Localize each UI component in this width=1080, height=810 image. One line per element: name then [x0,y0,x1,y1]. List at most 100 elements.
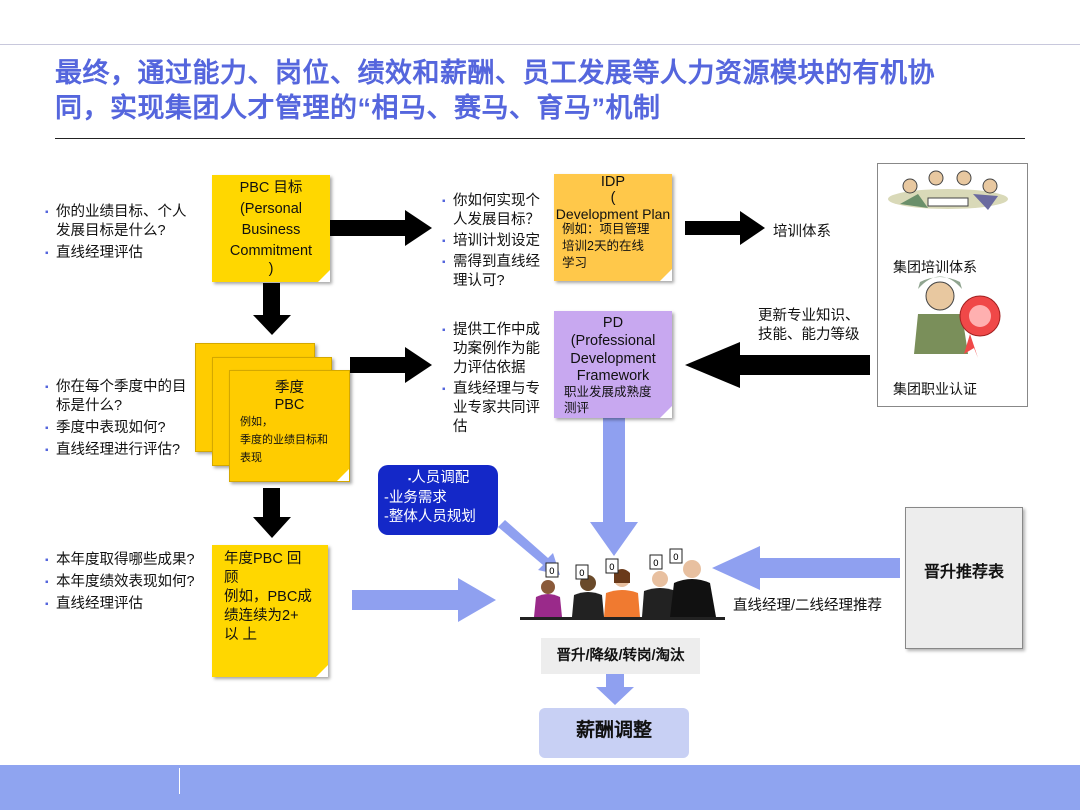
arrow-pbc-to-idp [318,210,432,246]
update-skills-line-2: 技能、能力等级 [758,327,860,343]
group-panel [877,163,1028,407]
person-5: 0 [669,548,716,617]
certificate-illustration-icon [914,276,1001,358]
annual-line-5: 以 上 [224,627,258,643]
pbc-line-5: ) [268,261,274,277]
idp-note: IDP ( Development Plan 例如：项目管理 培训2天的在线 学… [554,174,672,281]
person-4: 0 [642,554,678,617]
pbc-target-note: PBC 目标 (Personal Business Commitment ) [212,175,330,282]
person-3: 0 [604,558,640,617]
list-item: 直线经理评估 [45,595,215,614]
left-questions-2: 你在每个季度中的目标是什么? 季度中表现如何? 直线经理进行评估? [45,378,197,460]
arrow-idp-to-training [685,211,765,245]
svg-text:0: 0 [609,563,615,573]
salary-adjust-box: 薪酬调整 [539,708,689,758]
list-item: 本年度取得哪些成果? [45,551,215,570]
pd-example-2: 测评 [564,401,590,415]
svg-text:0: 0 [579,569,585,579]
arrow-quarter-to-pd [350,347,432,383]
group-certification-label: 集团职业认证 [893,381,977,397]
annual-line-2: 顾 [224,570,239,586]
pd-note: PD (Professional Development Framework 职… [554,311,672,418]
pbc-line-3: Business [241,222,301,238]
left-questions-3: 本年度取得哪些成果? 本年度绩效表现如何? 直线经理评估 [45,551,215,614]
staffing-line-3: -整体人员规划 [384,509,476,525]
arrow-quarter-down [253,488,291,538]
staffing-box: ▪人员调配 -业务需求 -整体人员规划 [378,465,498,535]
update-skills-line-1: 更新专业知识、 [758,308,860,324]
arrow-cert-to-pd [685,342,870,388]
pd-line-2: (Professional [570,333,656,349]
staffing-line-1: ▪人员调配 [408,470,470,486]
training-system-label: 培训体系 [773,224,831,240]
quarter-detail-3: 表现 [240,452,262,464]
arrow-outcome-down [596,665,634,705]
meeting-illustration-icon [888,170,1008,210]
title-line-1: 最终，通过能力、岗位、绩效和薪酬、员工发展等人力资源模块的有机协 [55,58,935,88]
quarter-title-1: 季度 [275,380,304,396]
idp-line-1: IDP [600,174,626,190]
arrow-hr-to-people [498,520,560,575]
bottom-bar [0,765,1080,810]
arrow-pbc-down [253,283,291,335]
annual-line-4: 绩连续为2+ [224,608,299,624]
title-rule [55,138,1025,139]
list-item: 直线经理与专业专家共同评估 [442,380,550,437]
pd-line-3: Development [570,351,656,367]
list-item: 本年度绩效表现如何? [45,573,215,592]
bottom-bar-divider [179,768,180,794]
pd-line-1: PD [602,315,624,331]
outcome-bar: 晋升/降级/转岗/淘汰 [541,638,700,674]
quarter-pbc-note: 季度 PBC 例如， 季度的业绩目标和 表现 [229,370,350,482]
idp-example-2: 培训2天的在线 [562,239,644,253]
arrow-annual-to-people [352,578,496,622]
top-divider [0,44,1080,45]
person-1: 0 [534,562,562,617]
svg-text:0: 0 [549,567,555,577]
list-item: 培训计划设定 [442,232,550,251]
title-line-2: 同，实现集团人才管理的“相马、赛马、育马”机制 [55,93,661,123]
quarter-detail-2: 季度的业绩目标和 [240,434,328,446]
list-item: 直线经理进行评估? [45,441,197,460]
svg-text:0: 0 [653,559,659,569]
list-item: 提供工作中成功案例作为能力评估依据 [442,321,550,378]
update-skills-text: 更新专业知识、 技能、能力等级 [758,307,860,345]
group-training-label: 集团培训体系 [893,259,977,275]
mid-questions-1: 你如何实现个人发展目标？ 培训计划设定 需得到直线经理认可? [442,192,550,291]
list-item: 季度中表现如何? [45,419,197,438]
promotion-form-label: 晋升推荐表 [923,564,1004,581]
list-item: 直线经理评估 [45,244,200,263]
pbc-line-4: Commitment [229,243,313,259]
panel-illustrations [888,170,1008,358]
pbc-line-1: PBC 目标 [239,180,303,196]
left-questions-1: 你的业绩目标、个人发展目标是什么? 直线经理评估 [45,203,200,263]
mid-questions-2: 提供工作中成功案例作为能力评估依据 直线经理与专业专家共同评估 [442,321,550,437]
arrow-pd-down [590,418,638,556]
pd-line-4: Framework [576,368,650,384]
quarter-title-2: PBC [274,397,305,413]
annual-line-1: 年度PBC 回 [224,551,302,567]
staffing-line-1-text: 人员调配 [411,470,470,486]
idp-example-1: 例如：项目管理 [562,222,650,236]
arrow-doc-to-people [712,546,900,590]
recommend-label: 直线经理/二线经理推荐 [733,598,883,614]
list-item: 你在每个季度中的目标是什么? [45,378,197,416]
annual-line-3: 例如，PBC成 [224,589,312,605]
idp-example-3: 学习 [562,256,588,270]
list-item: 你如何实现个人发展目标？ [442,192,550,230]
idp-line-3: Development Plan [555,206,671,222]
list-item: 你的业绩目标、个人发展目标是什么? [45,203,200,241]
idp-line-2: ( [610,190,616,206]
pd-example-1: 职业发展成熟度 [564,385,652,399]
staffing-line-2: -业务需求 [384,490,447,506]
annual-pbc-note: 年度PBC 回 顾 例如，PBC成 绩连续为2+ 以 上 [212,545,328,677]
people-illustration-icon: 0 0 0 0 0 [520,548,725,620]
list-item: 需得到直线经理认可? [442,253,550,291]
pbc-line-2: (Personal [239,201,303,217]
promotion-form-doc: 晋升推荐表 [905,507,1023,649]
quarter-detail-1: 例如， [240,416,273,428]
svg-text:0: 0 [673,553,679,563]
page-title: 最终，通过能力、岗位、绩效和薪酬、员工发展等人力资源模块的有机协 同，实现集团人… [55,56,1035,126]
person-2: 0 [572,564,604,617]
